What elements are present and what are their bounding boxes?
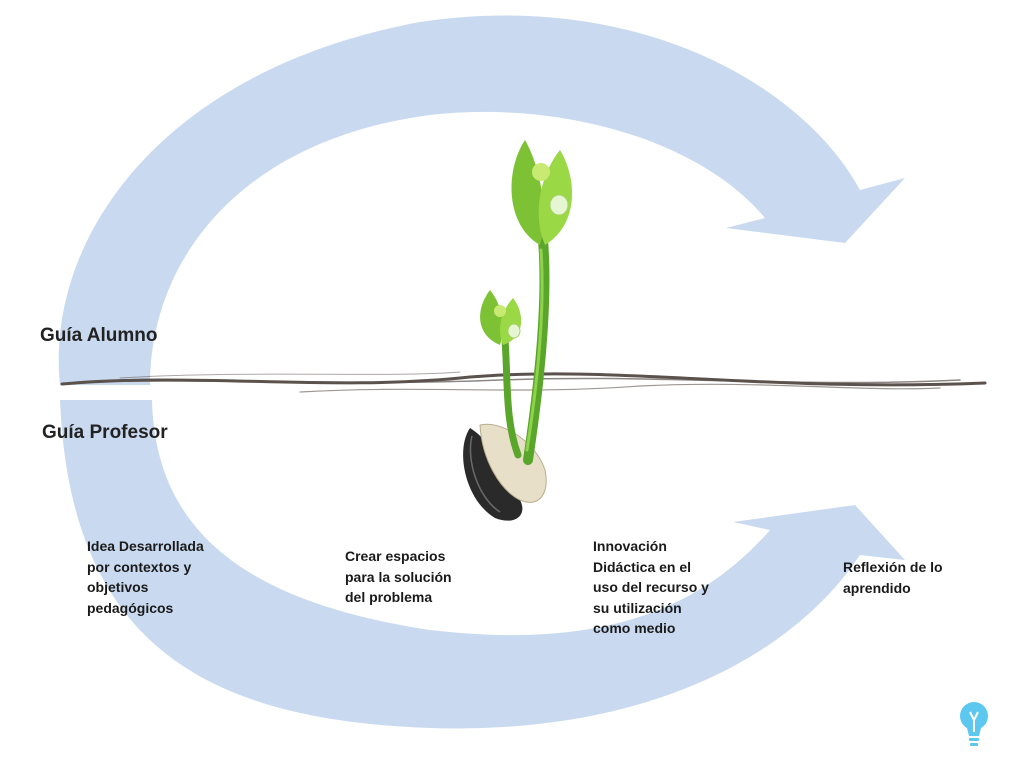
step-3-label: Innovación Didáctica en el uso del recur… (593, 538, 709, 636)
short-stem (501, 336, 522, 459)
seedling (463, 140, 573, 521)
lightbulb-icon (960, 702, 988, 746)
student-guide-label: Guía Alumno (40, 325, 158, 346)
large-bud-core (532, 163, 550, 181)
water-drop-small (507, 323, 521, 339)
tall-stem-highlight (525, 248, 544, 452)
small-leaf-left (480, 290, 503, 345)
seed-shell-highlight (469, 435, 501, 513)
water-drop-large (549, 194, 569, 216)
lower-cycle-arrow (60, 400, 905, 729)
teacher-guide-label: Guía Profesor (42, 422, 168, 443)
large-leaf-left (511, 140, 544, 245)
soil-line (60, 371, 987, 393)
upper-cycle-arrow (58, 15, 906, 386)
tall-stem (523, 235, 550, 465)
seed-shell (463, 428, 523, 521)
step-4-label: Reflexión de lo aprendido (843, 559, 943, 596)
step-2-label: Crear espacios para la solución del prob… (345, 548, 452, 605)
small-leaf-right (499, 298, 522, 345)
step-1-label: Idea Desarrollada por contextos y objeti… (87, 538, 204, 616)
small-bud-core (494, 305, 506, 317)
